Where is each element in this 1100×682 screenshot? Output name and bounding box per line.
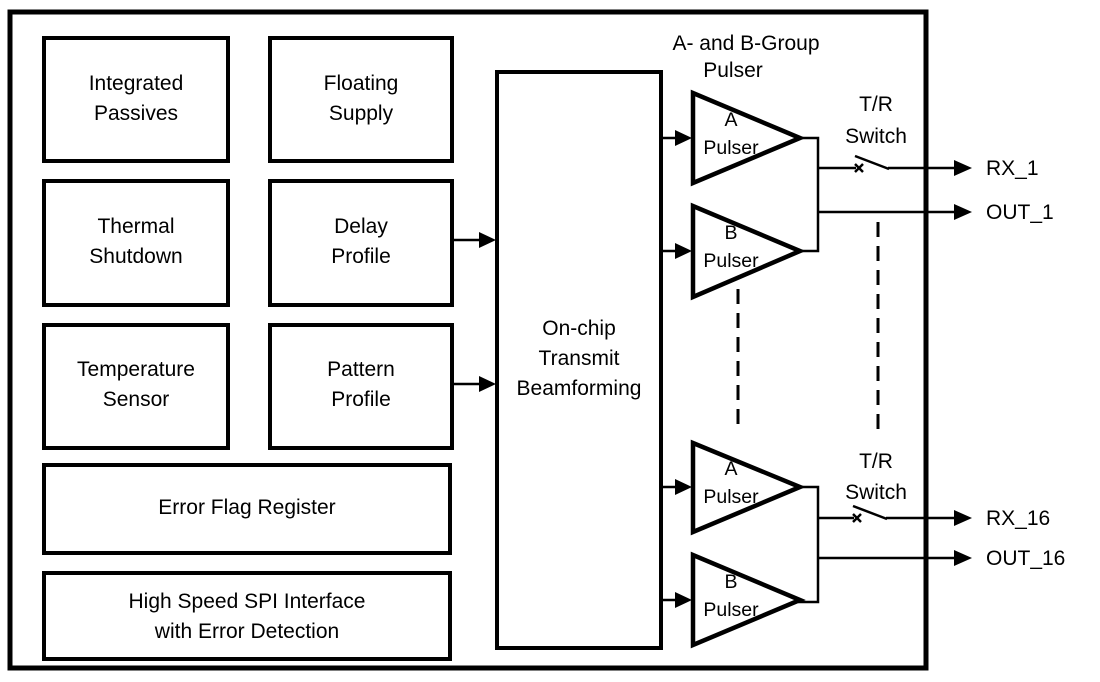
block-spi-interface-label-line2: with Error Detection [154,620,339,643]
arrow-delay-to-beamforming [454,232,496,248]
block-spi-interface: High Speed SPI Interface with Error Dete… [42,571,452,661]
arrowhead-icon [954,204,972,220]
block-delay-profile-label-line1: Delay [334,215,388,238]
arrow-beamforming-to-b-pulser-bottom [661,592,692,608]
port-label-rx-16: RX_16 [986,507,1050,530]
block-temperature-sensor-label-line1: Temperature [77,358,195,381]
pulser-b-bottom-label-line2: Pulser [703,599,759,621]
block-transmit-beamforming-box [495,70,663,650]
block-temperature-sensor: Temperature Sensor [42,323,230,450]
block-spi-interface-box [42,571,452,661]
block-pattern-profile-label-line1: Pattern [327,358,395,381]
switch-contact-x-icon [854,163,864,173]
wire-pulser-bracket-bottom [798,485,820,604]
tr-switch-top-label-line2: Switch [845,125,907,148]
pulser-b-bottom-triangle [690,551,806,649]
arrow-beamforming-to-a-pulser-top [661,130,692,146]
chip-boundary [7,9,929,671]
block-floating-supply-box [268,36,454,163]
block-transmit-beamforming-label-line2: Transmit [539,347,620,370]
arrowhead-icon [954,510,972,526]
pulser-a-bottom: A Pulser [690,439,806,536]
arrow-beamforming-to-b-pulser-top [661,243,692,259]
block-delay-profile-box [268,179,454,307]
block-floating-supply-label-line1: Floating [324,72,399,95]
block-delay-profile: Delay Profile [268,179,454,307]
pulser-b-top-label-line2: Pulser [703,250,759,272]
port-label-out-16: OUT_16 [986,547,1065,570]
block-transmit-beamforming-label-line1: On-chip [542,317,616,340]
tr-switch-bottom-label-line1: T/R [859,450,893,473]
pulser-group-heading-line1: A- and B-Group [672,32,819,55]
pulser-a-top-label-line2: Pulser [703,137,759,159]
arrowhead-icon [675,592,692,608]
arrowhead-icon [479,232,496,248]
block-temperature-sensor-label-line2: Sensor [103,388,170,411]
pulser-b-bottom-label-line1: B [724,571,737,593]
tr-switch-bottom-label-line2: Switch [845,481,907,504]
port-label-rx-1: RX_1 [986,157,1039,180]
block-integrated-passives-box [42,36,230,163]
pulser-a-top: A Pulser [690,89,806,187]
port-label-out-1: OUT_1 [986,201,1054,224]
block-floating-supply-label-line2: Supply [329,102,394,125]
block-integrated-passives: Integrated Passives [42,36,230,163]
arrowhead-icon [479,376,496,392]
block-spi-interface-label-line1: High Speed SPI Interface [129,590,366,613]
wire-pulser-bracket-top [798,136,820,253]
block-thermal-shutdown-label-line2: Shutdown [89,245,182,268]
block-floating-supply: Floating Supply [268,36,454,163]
pulser-a-bottom-triangle [690,439,806,536]
block-thermal-shutdown-box [42,179,230,307]
pulser-b-top: B Pulser [690,202,806,301]
switch-contact-x-icon [852,513,862,523]
pulser-b-top-triangle [690,202,806,301]
block-thermal-shutdown-label-line1: Thermal [97,215,174,238]
block-delay-profile-label-line2: Profile [331,245,391,268]
block-error-flag-register: Error Flag Register [42,463,452,555]
block-integrated-passives-label-line1: Integrated [89,72,184,95]
switch-blade-icon [852,504,888,521]
arrow-pattern-to-beamforming [452,376,496,392]
switch-blade-icon [854,154,890,171]
block-thermal-shutdown: Thermal Shutdown [42,179,230,307]
arrowhead-icon [675,479,692,495]
pulser-a-top-triangle [690,89,806,187]
arrow-beamforming-to-a-pulser-bottom [661,479,692,495]
block-pattern-profile-box [268,323,454,450]
block-integrated-passives-label-line2: Passives [94,102,178,125]
block-error-flag-register-box [42,463,452,555]
block-temperature-sensor-box [42,323,230,450]
block-transmit-beamforming-label-line3: Beamforming [517,377,642,400]
arrowhead-icon [954,550,972,566]
block-transmit-beamforming: On-chip Transmit Beamforming [495,70,663,650]
pulser-a-bottom-label-line2: Pulser [703,486,759,508]
block-pattern-profile: Pattern Profile [268,323,454,450]
pulser-a-bottom-label-line1: A [724,458,737,480]
arrowhead-icon [675,243,692,259]
tr-switch-top-symbol [818,154,956,173]
tr-switch-top-label-line1: T/R [859,93,893,116]
arrowhead-icon [954,160,972,176]
block-error-flag-register-label: Error Flag Register [158,496,335,519]
tr-switch-bottom-symbol [818,504,956,523]
pulser-a-top-label-line1: A [724,109,737,131]
pulser-b-top-label-line1: B [724,222,737,244]
pulser-b-bottom: B Pulser [690,551,806,649]
arrowhead-icon [675,130,692,146]
block-pattern-profile-label-line2: Profile [331,388,391,411]
pulser-group-heading-line2: Pulser [703,59,763,82]
